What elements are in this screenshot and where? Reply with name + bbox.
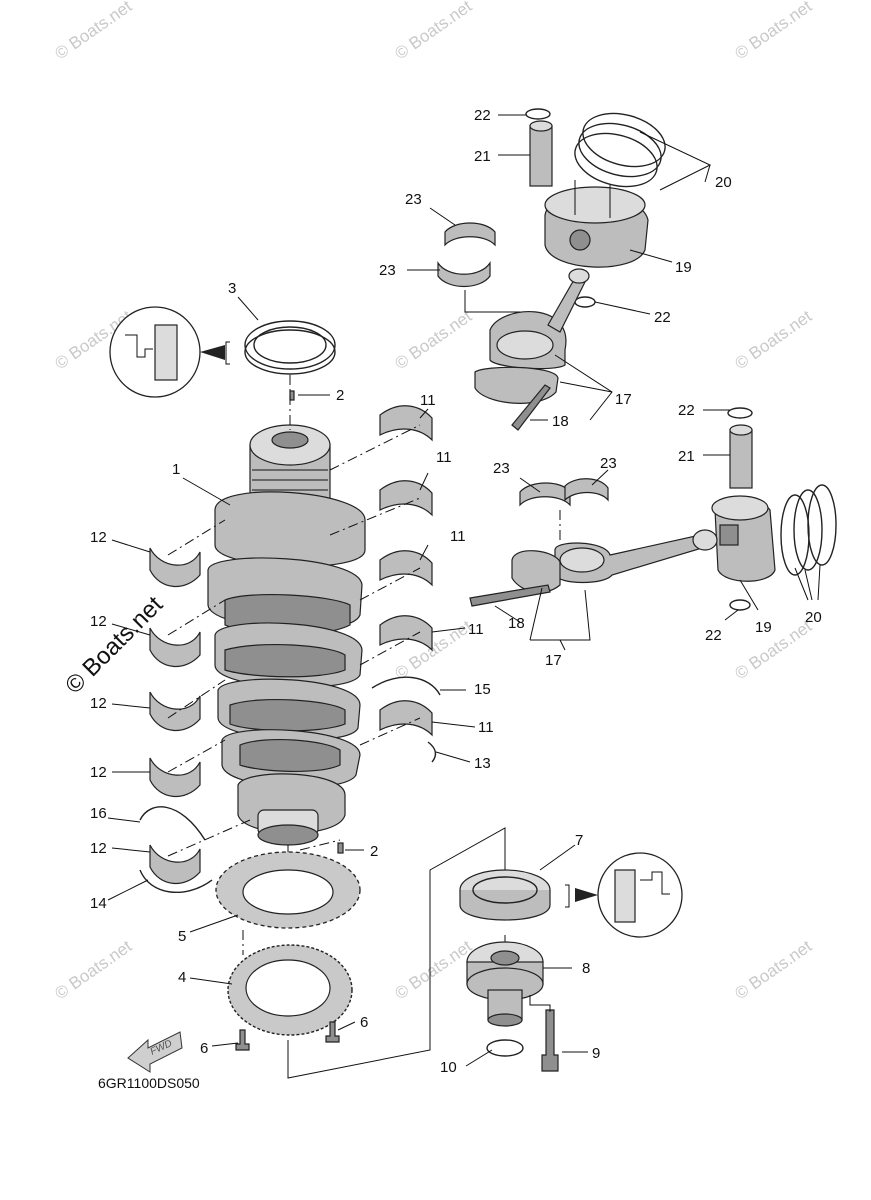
signal-rotor-5 [215, 851, 361, 929]
callout-12: 12 [90, 764, 107, 781]
dowel-pin-2-top [289, 390, 295, 401]
oil-seal-7 [459, 869, 551, 921]
callout-7: 7 [575, 832, 583, 849]
callout-23: 23 [600, 455, 617, 472]
o-ring-10 [486, 1039, 524, 1057]
callout-20: 20 [805, 609, 822, 626]
callout-3: 3 [228, 280, 236, 297]
conrod-17-right [511, 529, 718, 593]
callout-23: 23 [493, 460, 510, 477]
watermark-group: © Boats.net © Boats.net © Boats.net © Bo… [51, 0, 815, 1003]
callout-12: 12 [90, 840, 107, 857]
watermark: © Boats.net [391, 306, 475, 373]
callout-9: 9 [592, 1045, 600, 1062]
callout-15: 15 [474, 681, 491, 698]
callout-10: 10 [440, 1059, 457, 1076]
conrod-bearings-23-top [437, 222, 496, 287]
callout-22: 22 [474, 107, 491, 124]
watermark: © Boats.net [391, 0, 475, 63]
callout-19: 19 [675, 259, 692, 276]
watermark: © Boats.net [731, 616, 815, 683]
main-bearings-11 [379, 405, 433, 737]
piston-pin-21-right [729, 424, 753, 489]
callout-11: 11 [436, 449, 452, 466]
callout-11: 11 [420, 392, 436, 409]
thrust-washer-14 [139, 869, 213, 894]
bolt-9 [541, 1009, 559, 1072]
dowel-pin-2-bottom [337, 842, 344, 854]
oil-seal-3 [244, 320, 336, 375]
callout-23: 23 [379, 262, 396, 279]
callout-21: 21 [474, 148, 491, 165]
callout-12: 12 [90, 613, 107, 630]
callout-12: 12 [90, 529, 107, 546]
piston-rings-20-right [780, 484, 837, 576]
conrod-17-top [474, 268, 590, 404]
callout-17: 17 [615, 391, 632, 408]
piston-19-right [711, 495, 776, 582]
piston-rings-20-top [574, 112, 666, 188]
piston-pin-clip-22-right [727, 407, 753, 419]
callout-6: 6 [200, 1040, 208, 1057]
watermark: © Boats.net [51, 936, 135, 1003]
callout-4: 4 [178, 969, 186, 986]
piston-pin-clip-22-top [525, 108, 551, 120]
callout-22: 22 [654, 309, 671, 326]
callout-18: 18 [552, 413, 569, 430]
thrust-washer-13 [427, 741, 437, 763]
callout-23: 23 [405, 191, 422, 208]
fwd-arrow-icon: FWD [127, 1031, 183, 1073]
bolt-6-left [235, 1029, 250, 1051]
piston-pin-clip-22-lower [729, 599, 751, 611]
callout-12: 12 [90, 695, 107, 712]
watermark: © Boats.net [731, 936, 815, 1003]
crankshaft [207, 424, 366, 846]
diagram-code: 6GR1100DS050 [98, 1075, 200, 1091]
leader-lines [107, 114, 821, 1067]
bolt-6-right [325, 1021, 340, 1043]
ring-gear-4 [227, 944, 353, 1036]
thrust-washer-15 [371, 676, 441, 696]
callout-14: 14 [90, 895, 107, 912]
watermark: © Boats.net [391, 936, 475, 1003]
watermark: © Boats.net [731, 306, 815, 373]
callout-11: 11 [478, 719, 494, 736]
callout-11: 11 [468, 621, 484, 638]
seal-detail-view [109, 306, 230, 398]
callout-22: 22 [678, 402, 695, 419]
callout-2: 2 [370, 843, 378, 860]
conrod-bolt-18-right [469, 584, 551, 607]
conrod-bolt-18-top [511, 384, 551, 431]
watermark: © Boats.net [51, 0, 135, 63]
crank-pulley-hub-8 [466, 941, 544, 1027]
callout-5: 5 [178, 928, 186, 945]
callout-20: 20 [715, 174, 732, 191]
conrod-bearings-23-right [519, 478, 609, 507]
callout-11: 11 [450, 528, 466, 545]
callout-6: 6 [360, 1014, 368, 1031]
piston-pin-21-top [529, 120, 553, 187]
thrust-washer-16 [139, 806, 206, 841]
callout-13: 13 [474, 755, 491, 772]
seal-detail-view-right [565, 852, 683, 938]
main-bearings-12 [149, 547, 201, 885]
callout-22: 22 [705, 627, 722, 644]
piston-pin-clip-22 [574, 296, 596, 308]
callout-16: 16 [90, 805, 107, 822]
callout-labels: 3 2 1 11 11 11 11 11 15 13 12 12 12 12 1… [90, 107, 822, 1076]
callout-18: 18 [508, 615, 525, 632]
callout-1: 1 [172, 461, 180, 478]
callout-8: 8 [582, 960, 590, 977]
callout-21: 21 [678, 448, 695, 465]
callout-19: 19 [755, 619, 772, 636]
callout-17: 17 [545, 652, 562, 669]
piston-19-top [544, 180, 649, 268]
watermark: © Boats.net [731, 0, 815, 63]
callout-2: 2 [336, 387, 344, 404]
